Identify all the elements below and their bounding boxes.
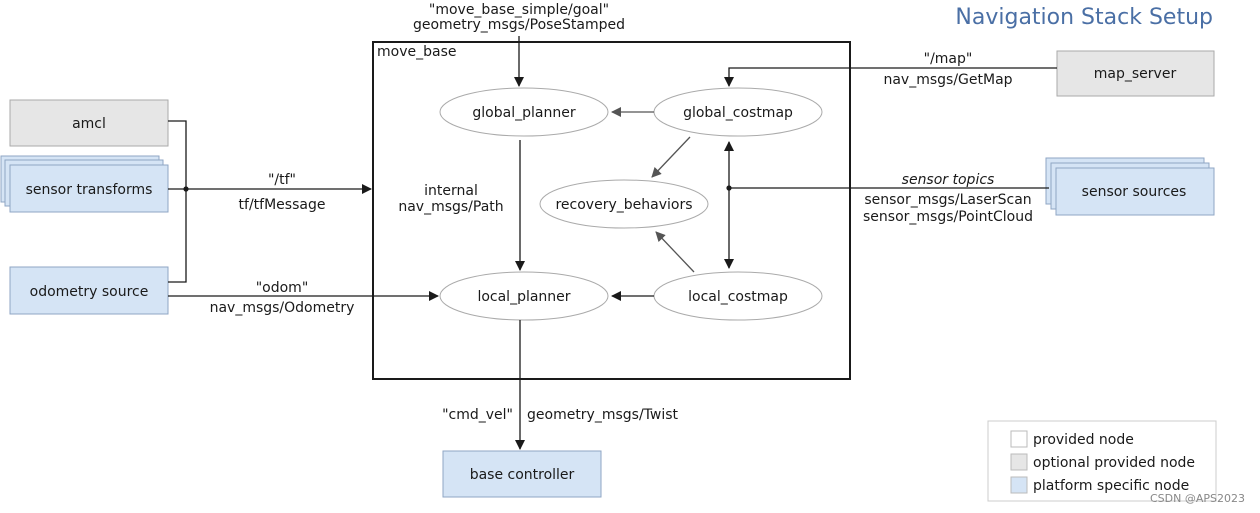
goal-type-label: geometry_msgs/PoseStamped — [413, 17, 625, 33]
path-label-line1: internal — [424, 183, 478, 199]
sensor-type1-label: sensor_msgs/LaserScan — [864, 192, 1031, 208]
sensor-type2-label: sensor_msgs/PointCloud — [863, 209, 1033, 225]
tf-junction-dot — [183, 186, 189, 192]
local-costmap-node[interactable]: local_costmap — [653, 271, 823, 321]
legend-swatch-optional — [1010, 453, 1028, 471]
amcl-node[interactable]: amcl — [9, 99, 169, 147]
sensor-sources-label: sensor sources — [1082, 184, 1187, 200]
base-controller-label: base controller — [470, 467, 575, 483]
diagram-title: Navigation Stack Setup — [955, 5, 1213, 30]
move-base-label: move_base — [377, 44, 456, 60]
sensor-transforms-label: sensor transforms — [26, 182, 153, 198]
base-controller-node[interactable]: base controller — [442, 450, 602, 498]
sensor-transforms-node[interactable]: sensor transforms — [0, 155, 169, 213]
legend-label-platform: platform specific node — [1033, 478, 1189, 494]
legend-swatch-provided — [1010, 430, 1028, 448]
global-costmap-recovery-edge — [651, 136, 691, 178]
amcl-label: amcl — [72, 116, 106, 132]
move-base-container — [372, 41, 851, 380]
global-costmap-node[interactable]: global_costmap — [653, 87, 823, 137]
local-planner-label: local_planner — [477, 289, 570, 305]
legend-label-provided: provided node — [1033, 432, 1134, 448]
odom-type-label: nav_msgs/Odometry — [210, 300, 355, 316]
global-planner-label: global_planner — [472, 105, 575, 121]
odometry-source-node[interactable]: odometry source — [9, 266, 169, 315]
odometry-source-label: odometry source — [30, 284, 149, 300]
recovery-behaviors-node[interactable]: recovery_behaviors — [539, 179, 709, 229]
sensor-sources-node[interactable]: sensor sources — [1045, 157, 1215, 216]
global-costmap-label: global_costmap — [683, 105, 793, 121]
odom-topic-label: "odom" — [256, 280, 309, 296]
sensor-topics-heading: sensor topics — [902, 172, 995, 188]
tf-type-label: tf/tfMessage — [239, 197, 326, 213]
map-edge — [724, 67, 1057, 87]
local-costmap-recovery-edge — [655, 231, 695, 273]
map-topic-label: "/map" — [924, 51, 973, 67]
map-type-label: nav_msgs/GetMap — [883, 72, 1012, 88]
legend-swatch-platform — [1010, 476, 1028, 494]
global-planner-node[interactable]: global_planner — [439, 87, 609, 137]
recovery-behaviors-label: recovery_behaviors — [555, 197, 692, 213]
local-costmap-label: local_costmap — [688, 289, 788, 305]
watermark: CSDN @APS2023 — [1150, 492, 1245, 505]
legend-label-optional: optional provided node — [1033, 455, 1195, 471]
cmd-topic-label: "cmd_vel" — [442, 407, 513, 423]
tf-collector-line — [168, 120, 187, 283]
tf-topic-label: "/tf" — [268, 172, 296, 188]
map-server-node[interactable]: map_server — [1056, 50, 1215, 97]
map-server-label: map_server — [1094, 66, 1177, 82]
local-planner-node[interactable]: local_planner — [439, 271, 609, 321]
goal-topic-label: "move_base_simple/goal" — [429, 2, 609, 18]
path-label-line2: nav_msgs/Path — [398, 199, 503, 215]
legend: provided node optional provided node pla… — [987, 420, 1217, 502]
cmd-type-label: geometry_msgs/Twist — [527, 407, 679, 423]
